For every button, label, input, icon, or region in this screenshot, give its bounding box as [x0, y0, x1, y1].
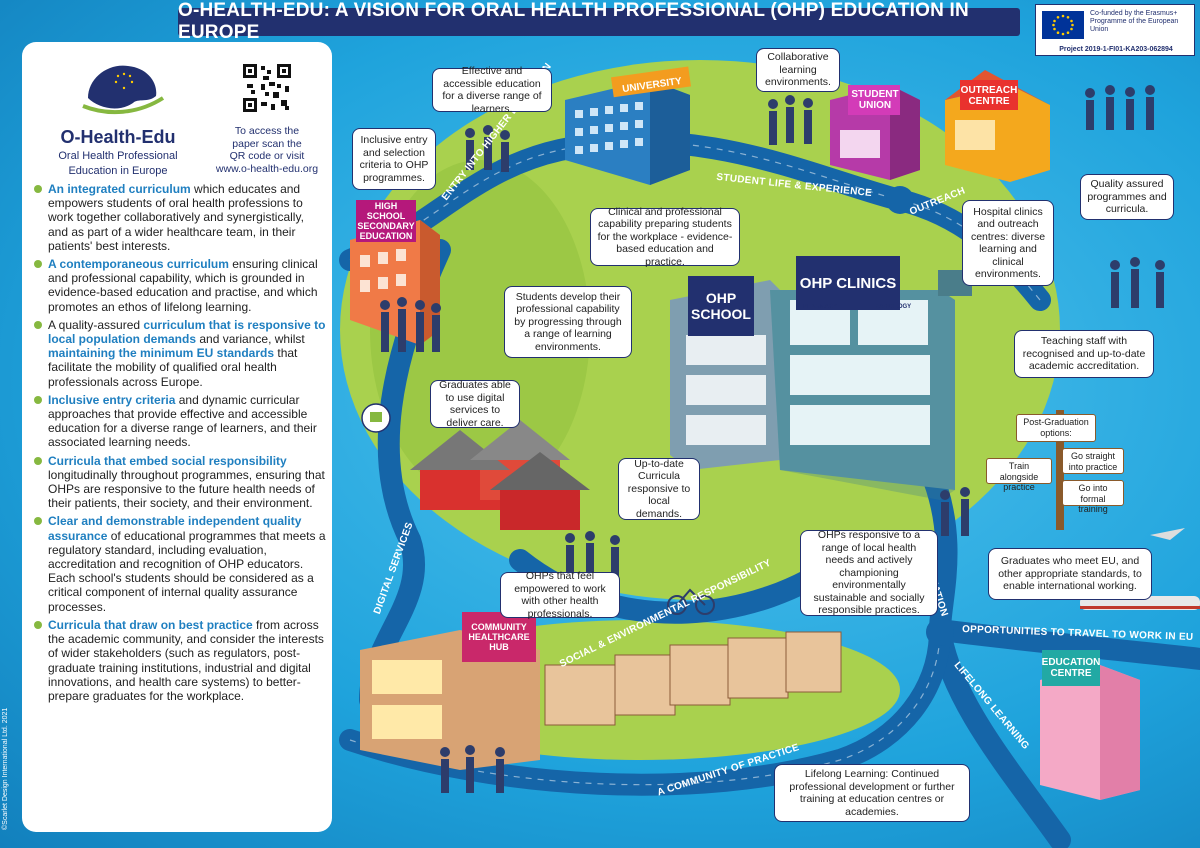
- callout-lifelong-learning: Lifelong Learning: Continued professiona…: [774, 764, 970, 822]
- video-call-bubble: [361, 403, 391, 433]
- europe-map-icon: [82, 65, 165, 115]
- list-item: Inclusive entry criteria and dynamic cur…: [34, 393, 326, 450]
- callout-clinical-capability: Clinical and professional capability pre…: [590, 206, 740, 268]
- callout-hospital-clinics: Hospital clinics and outreach centres: d…: [962, 200, 1054, 286]
- copyright-note: ©Scarlet Design International Ltd. 2021: [2, 707, 9, 830]
- signpost: [1056, 410, 1064, 530]
- website-link[interactable]: www.o-health-edu.org: [215, 162, 319, 175]
- sign-go-into-formal-training: Go into formal training: [1062, 480, 1124, 514]
- eu-cofund-text: Co-funded by the Erasmus+ Programme of t…: [1090, 10, 1179, 33]
- callout-collaborative: Collaborative learning environments.: [756, 48, 840, 92]
- key-points-list: An integrated curriculum which educates …: [34, 182, 326, 707]
- list-item: Clear and demonstrable independent quali…: [34, 514, 326, 614]
- o-health-edu-logo: O-Health-Edu Oral Health Professional Ed…: [58, 58, 178, 178]
- logo-name: O-Health-Edu: [60, 127, 176, 147]
- eu-flag-icon: [1042, 11, 1084, 39]
- list-item: A contemporaneous curriculum ensuring cl…: [34, 257, 326, 314]
- label-radiology: RADIOLOGY: [874, 303, 912, 310]
- label-outreach-centre: OUTREACH CENTRE: [960, 85, 1018, 107]
- callout-teaching-staff: Teaching staff with recognised and up-to…: [1014, 330, 1154, 378]
- education-centre-building: [1040, 650, 1140, 800]
- qr-code-icon[interactable]: [241, 62, 293, 114]
- callout-quality-assured: Quality assured programmes and curricula…: [1080, 174, 1174, 220]
- houses: [410, 420, 590, 530]
- label-student-union: STUDENT UNION: [851, 89, 899, 111]
- ohp-school-clinics-building: [670, 256, 972, 500]
- callout-effective-education: Effective and accessible education for a…: [432, 65, 552, 115]
- callout-ohps-empowered: OHPs that feel empowered to work with ot…: [500, 570, 620, 620]
- plane: [1150, 528, 1185, 540]
- qr-section: To access the paper scan the QR code or …: [212, 62, 322, 175]
- community-hub-building: [360, 612, 842, 770]
- list-item: An integrated curriculum which educates …: [34, 182, 326, 253]
- callout-inclusive-entry: Inclusive entry and selection criteria t…: [352, 128, 436, 190]
- project-code: Project 2019-1-FI01-KA203-062894: [1059, 46, 1173, 53]
- eu-funding-badge: Co-funded by the Erasmus+ Programme of t…: [1035, 4, 1195, 56]
- list-item: Curricula that embed social responsibili…: [34, 454, 326, 511]
- label-high-school: HIGH SCHOOL SECONDARY EDUCATION: [357, 201, 415, 241]
- callout-ohps-responsive: OHPs responsive to a range of local heal…: [800, 529, 938, 616]
- student-union-building: [830, 85, 920, 180]
- qr-instructions: To access the paper scan the QR code or …: [212, 125, 322, 175]
- label-ohp-clinics: OHP CLINICS: [799, 274, 897, 292]
- callout-students-develop: Students develop their professional capa…: [504, 286, 632, 358]
- outreach-building: [945, 70, 1050, 182]
- university-building: [565, 66, 692, 185]
- page-title: O-HEALTH-EDU: A VISION FOR ORAL HEALTH P…: [178, 0, 1020, 43]
- sign-post-graduation-options: Post-Graduation options:: [1016, 414, 1096, 442]
- list-item: A quality-assured curriculum that is res…: [34, 318, 326, 389]
- people-figures: [380, 85, 1165, 793]
- sign-train-alongside-practice: Train alongside practice: [986, 458, 1052, 492]
- callout-eu-standards: Graduates who meet EU, and other appropr…: [988, 548, 1152, 600]
- sign-go-straight-into-practice: Go straight into practice: [1062, 448, 1124, 474]
- callout-uptodate-curricula: Up-to-date Curricula responsive to local…: [618, 458, 700, 520]
- label-community-hub: COMMUNITY HEALTHCARE HUB: [468, 622, 530, 652]
- logo-tagline-2: Education in Europe: [68, 165, 168, 177]
- label-education-centre: EDUCATION CENTRE: [1041, 657, 1101, 679]
- logo-tagline-1: Oral Health Professional: [58, 150, 178, 162]
- list-item: Curricula that draw on best practice fro…: [34, 618, 326, 703]
- left-info-panel: O-Health-Edu Oral Health Professional Ed…: [22, 42, 332, 832]
- callout-graduates-digital: Graduates able to use digital services t…: [430, 379, 520, 429]
- bicycle: [667, 588, 715, 615]
- label-ohp-school: OHP SCHOOL: [691, 290, 751, 322]
- label-pharmacy: PHARMACY: [802, 303, 838, 310]
